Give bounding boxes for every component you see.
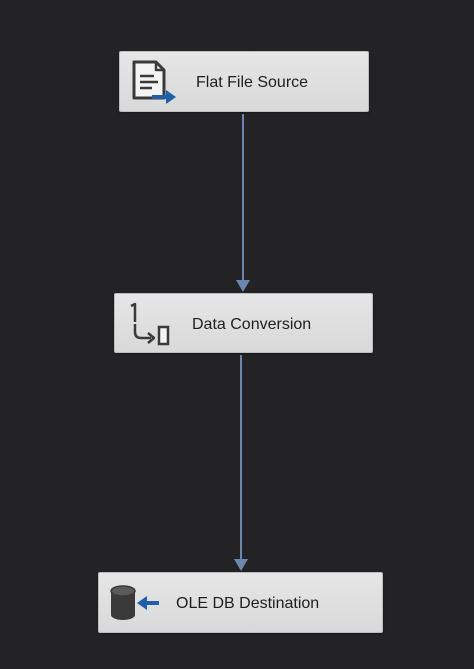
data-conversion-component[interactable]: Data Conversion — [114, 293, 373, 353]
arrowhead-icon — [236, 280, 250, 292]
arrowhead-icon — [234, 559, 248, 571]
ole-db-destination-icon — [110, 585, 159, 620]
ole-db-destination-component[interactable]: OLE DB Destination — [98, 572, 383, 633]
component-label: Data Conversion — [192, 316, 312, 333]
flat-file-source-component[interactable]: Flat File Source — [119, 51, 369, 112]
flat-file-source-icon — [132, 60, 176, 104]
data-conversion-icon — [130, 302, 170, 346]
component-label: Flat File Source — [196, 74, 309, 91]
connector-conversion-to-destination[interactable] — [234, 355, 248, 571]
component-label: OLE DB Destination — [176, 595, 320, 612]
connector-source-to-conversion[interactable] — [236, 114, 250, 292]
